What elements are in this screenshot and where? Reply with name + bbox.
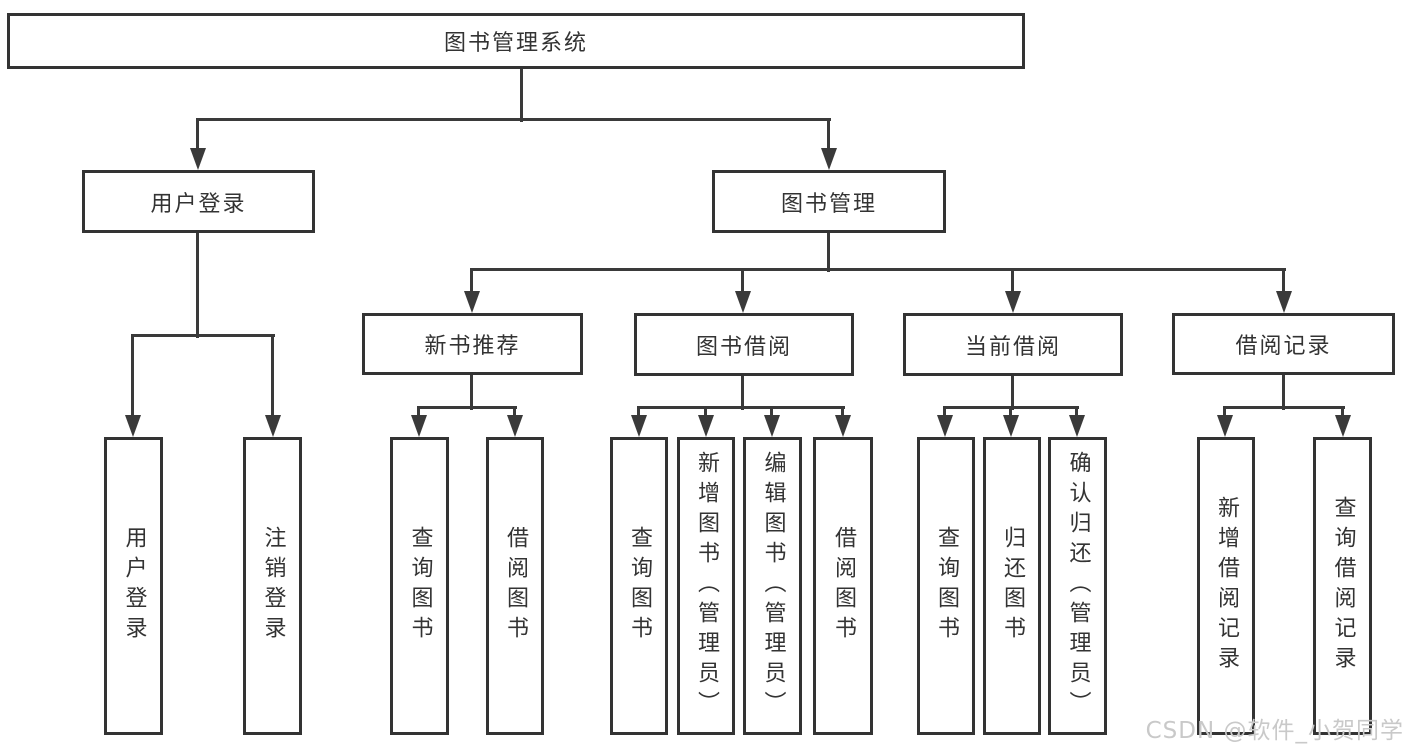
connector-line xyxy=(470,270,473,299)
arrowhead-down-icon xyxy=(835,415,851,437)
node-label: 编辑图书（管理员） xyxy=(760,451,786,721)
connector-line xyxy=(1282,374,1285,410)
arrowhead-down-icon xyxy=(411,415,427,437)
arrowhead-down-icon xyxy=(764,415,780,437)
node-label: 用户登录 xyxy=(121,526,147,646)
connector-line xyxy=(271,336,274,423)
leaf-add-borrow-record: 新增借阅记录 xyxy=(1197,437,1255,735)
arrowhead-down-icon xyxy=(265,415,281,437)
connector-line xyxy=(1011,270,1014,299)
arrowhead-down-icon xyxy=(507,415,523,437)
connector-line xyxy=(741,374,744,410)
node-borrowing-records: 借阅记录 xyxy=(1172,313,1395,375)
node-label: 注销登录 xyxy=(260,526,286,646)
connector-line xyxy=(637,406,845,409)
arrowhead-down-icon xyxy=(1003,415,1019,437)
node-library-management-system: 图书管理系统 xyxy=(7,13,1025,69)
csdn-watermark: CSDN @软件_小贺同学 xyxy=(1145,718,1404,744)
node-label: 图书借阅 xyxy=(695,334,792,360)
connector-line xyxy=(1223,406,1345,409)
connector-line xyxy=(470,374,473,410)
arrowhead-down-icon xyxy=(937,415,953,437)
arrowhead-down-icon xyxy=(190,148,206,170)
node-label: 查询图书 xyxy=(934,526,959,646)
leaf-borrow-books: 借阅图书 xyxy=(813,437,873,735)
node-label: 借阅图书 xyxy=(503,526,528,646)
connector-line xyxy=(741,270,744,299)
node-label: 当前借阅 xyxy=(964,334,1061,360)
arrowhead-down-icon xyxy=(464,291,480,313)
connector-line xyxy=(196,118,831,121)
connector-line xyxy=(520,68,523,122)
connector-line xyxy=(1011,374,1014,410)
connector-line xyxy=(827,231,830,272)
leaf-logout: 注销登录 xyxy=(243,437,302,735)
arrowhead-down-icon xyxy=(125,415,141,437)
node-book-management: 图书管理 xyxy=(712,170,946,233)
connector-line xyxy=(196,120,199,156)
node-current-borrowing: 当前借阅 xyxy=(903,313,1123,376)
arrowhead-down-icon xyxy=(1217,415,1233,437)
connector-line xyxy=(131,336,134,423)
arrowhead-down-icon xyxy=(821,148,837,170)
node-label: 新增借阅记录 xyxy=(1214,496,1239,676)
connector-line xyxy=(196,231,199,338)
leaf-return-books: 归还图书 xyxy=(983,437,1041,735)
node-label: 用户登录 xyxy=(150,191,247,217)
connector-line xyxy=(417,406,517,409)
node-new-book-recommendation: 新书推荐 xyxy=(362,313,583,375)
connector-line xyxy=(131,334,275,337)
node-label: 新增图书（管理员） xyxy=(694,451,719,721)
node-label: 查询图书 xyxy=(627,526,652,646)
node-label: 查询借阅记录 xyxy=(1330,496,1356,676)
node-label: 图书管理系统 xyxy=(443,31,588,56)
node-label: 查询图书 xyxy=(407,526,433,646)
node-label: 借阅图书 xyxy=(831,526,856,646)
node-book-borrowing: 图书借阅 xyxy=(634,313,854,376)
connector-line xyxy=(470,268,1286,271)
connector-line xyxy=(827,120,830,156)
leaf-add-books-admin: 新增图书（管理员） xyxy=(677,437,735,735)
node-label: 归还图书 xyxy=(1000,526,1025,646)
arrowhead-down-icon xyxy=(631,415,647,437)
leaf-query-books-borrowing: 查询图书 xyxy=(610,437,668,735)
leaf-confirm-return-admin: 确认归还（管理员） xyxy=(1048,437,1107,735)
arrowhead-down-icon xyxy=(1005,291,1021,313)
leaf-borrow-books-recommend: 借阅图书 xyxy=(486,437,544,735)
leaf-query-borrow-record: 查询借阅记录 xyxy=(1313,437,1372,735)
arrowhead-down-icon xyxy=(1069,415,1085,437)
leaf-edit-books-admin: 编辑图书（管理员） xyxy=(743,437,802,735)
arrowhead-down-icon xyxy=(1335,415,1351,437)
connector-line xyxy=(1282,270,1285,299)
arrowhead-down-icon xyxy=(1276,291,1292,313)
node-label: 新书推荐 xyxy=(424,334,521,359)
node-label: 确认归还（管理员） xyxy=(1065,451,1091,721)
arrowhead-down-icon xyxy=(735,291,751,313)
arrowhead-down-icon xyxy=(698,415,714,437)
node-user-login: 用户登录 xyxy=(82,170,315,233)
node-label: 借阅记录 xyxy=(1235,334,1332,359)
node-label: 图书管理 xyxy=(780,191,877,217)
leaf-query-books-recommend: 查询图书 xyxy=(390,437,449,735)
connector-line xyxy=(943,406,1079,409)
leaf-query-books-current: 查询图书 xyxy=(917,437,975,735)
leaf-user-login: 用户登录 xyxy=(104,437,163,735)
